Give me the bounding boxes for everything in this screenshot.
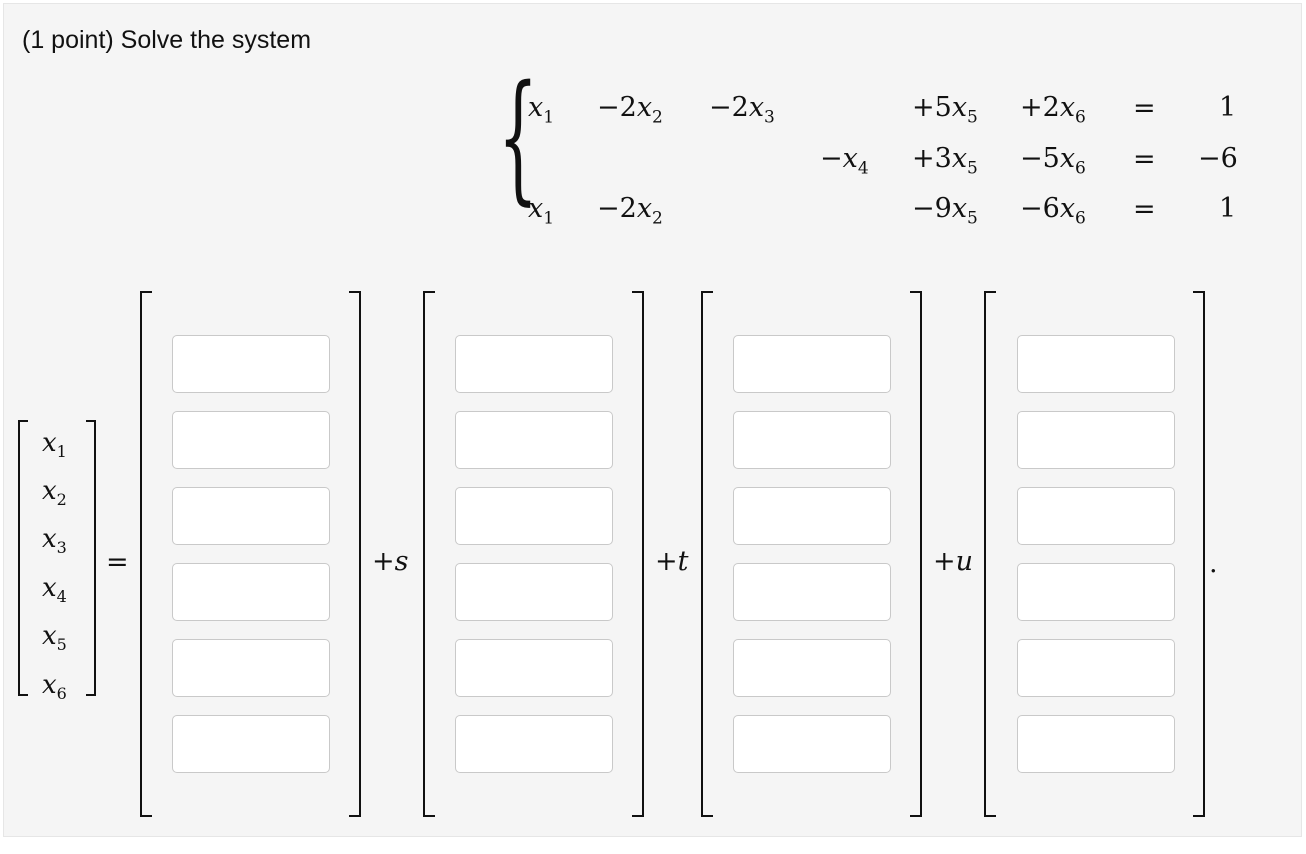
r1-equals: = <box>1133 93 1156 124</box>
var-x5: x5 <box>42 621 67 655</box>
r1-term-3: −2x3 <box>709 92 775 128</box>
vec2-entry-3[interactable] <box>455 487 613 545</box>
r2-rhs: −6 <box>1198 143 1238 174</box>
r2-term-6: −5x6 <box>1020 143 1086 179</box>
var-x1: x1 <box>42 428 67 462</box>
r3-term-2: −2x2 <box>597 193 663 229</box>
vec4-left-bracket <box>984 291 996 817</box>
vec4-right-bracket <box>1193 291 1205 817</box>
vec2-entry-5[interactable] <box>455 639 613 697</box>
vec1-entry-2[interactable] <box>172 411 330 469</box>
r1-term-5: +5x5 <box>912 92 978 128</box>
param-t-label: +t <box>655 546 689 577</box>
r1-term-1: x1 <box>528 92 555 128</box>
vec1-entry-4[interactable] <box>172 563 330 621</box>
r1-term-2: −2x2 <box>597 92 663 128</box>
var-x4: x4 <box>42 573 67 607</box>
vec4-entry-4[interactable] <box>1017 563 1175 621</box>
vec2-right-bracket <box>632 291 644 817</box>
solution-equals: = <box>106 547 129 578</box>
vec1-entry-6[interactable] <box>172 715 330 773</box>
vec4-entry-3[interactable] <box>1017 487 1175 545</box>
vec2-entry-2[interactable] <box>455 411 613 469</box>
r3-equals: = <box>1133 194 1156 225</box>
r1-term-6: +2x6 <box>1020 92 1086 128</box>
param-u-label: +u <box>933 546 974 577</box>
r3-term-1: x1 <box>528 193 555 229</box>
var-x6: x6 <box>42 670 67 704</box>
system-brace: { <box>498 56 539 219</box>
r3-term-5: −9x5 <box>912 193 978 229</box>
vec2-entry-4[interactable] <box>455 563 613 621</box>
vec3-entry-2[interactable] <box>733 411 891 469</box>
vec3-right-bracket <box>910 291 922 817</box>
r2-equals: = <box>1133 144 1156 175</box>
r3-term-6: −6x6 <box>1020 193 1086 229</box>
problem-prompt: (1 point) Solve the system <box>22 26 312 54</box>
vec3-entry-5[interactable] <box>733 639 891 697</box>
r3-rhs: 1 <box>1219 193 1237 224</box>
vec3-entry-1[interactable] <box>733 335 891 393</box>
vec1-left-bracket <box>140 291 152 817</box>
vec2-entry-1[interactable] <box>455 335 613 393</box>
vec4-entry-1[interactable] <box>1017 335 1175 393</box>
var-x2: x2 <box>42 476 67 510</box>
vec2-left-bracket <box>423 291 435 817</box>
r2-term-4: −x4 <box>820 143 869 179</box>
r1-rhs: 1 <box>1219 92 1237 123</box>
vec3-entry-3[interactable] <box>733 487 891 545</box>
vec4-entry-6[interactable] <box>1017 715 1175 773</box>
var-x3: x3 <box>42 524 67 558</box>
var-vector-left-bracket <box>18 420 28 696</box>
var-vector-right-bracket <box>86 420 96 696</box>
vec1-right-bracket <box>349 291 361 817</box>
vec2-entry-6[interactable] <box>455 715 613 773</box>
vec1-entry-3[interactable] <box>172 487 330 545</box>
vec4-entry-5[interactable] <box>1017 639 1175 697</box>
vec3-left-bracket <box>701 291 713 817</box>
vec3-entry-6[interactable] <box>733 715 891 773</box>
vec3-entry-4[interactable] <box>733 563 891 621</box>
vec1-entry-5[interactable] <box>172 639 330 697</box>
r2-term-5: +3x5 <box>912 143 978 179</box>
vec1-entry-1[interactable] <box>172 335 330 393</box>
param-s-label: +s <box>372 546 409 577</box>
vec4-entry-2[interactable] <box>1017 411 1175 469</box>
end-period: . <box>1209 548 1218 579</box>
